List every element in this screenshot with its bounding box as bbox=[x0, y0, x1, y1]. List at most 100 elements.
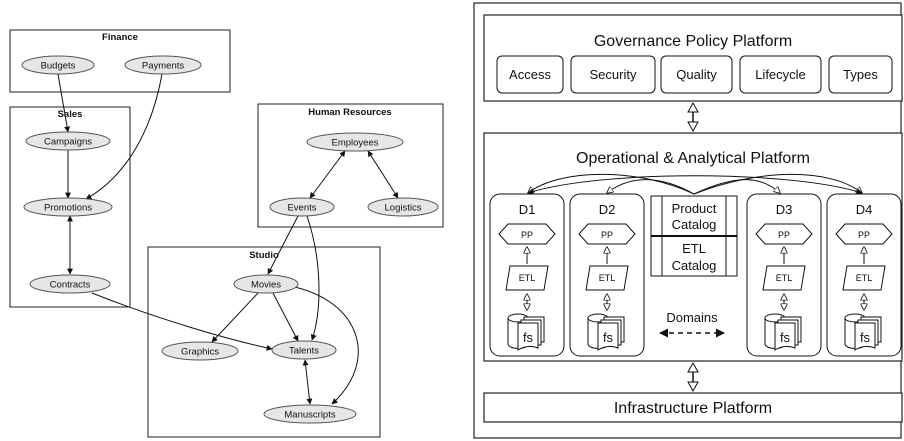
gov-ops-connector bbox=[687, 101, 699, 133]
left-diagram: Finance Sales Human Resources Studio Bud… bbox=[9, 29, 444, 438]
pp-shape bbox=[498, 223, 556, 245]
node-talents: Talents bbox=[271, 340, 337, 360]
finance-group bbox=[9, 29, 231, 93]
pp-label: PP bbox=[601, 230, 613, 240]
node-contracts-label: Contracts bbox=[50, 280, 91, 291]
etl-shape bbox=[762, 265, 806, 291]
fs-label: fs bbox=[523, 330, 534, 345]
finance-title: Finance bbox=[102, 32, 138, 43]
domain-name: D1 bbox=[519, 202, 536, 217]
pp-shape bbox=[755, 223, 813, 245]
governance-item-label: Security bbox=[590, 67, 637, 82]
node-movies-label: Movies bbox=[251, 280, 281, 291]
edge-events-movies bbox=[267, 215, 299, 275]
governance-item: Access bbox=[496, 55, 564, 94]
edge-movies-talents bbox=[272, 292, 299, 342]
governance-item: Types bbox=[828, 55, 893, 94]
node-promotions-label: Promotions bbox=[44, 203, 92, 214]
studio-title: Studio bbox=[249, 250, 279, 261]
node-contracts: Contracts bbox=[29, 274, 111, 294]
fs-document-icon bbox=[597, 322, 619, 351]
governance-item-label: Lifecycle bbox=[755, 67, 806, 82]
node-talents-label: Talents bbox=[289, 346, 319, 357]
etl-label: ETL bbox=[776, 273, 793, 283]
fs-label: fs bbox=[603, 330, 614, 345]
node-graphics-label: Graphics bbox=[181, 347, 219, 358]
governance-title: Governance Policy Platform bbox=[594, 33, 792, 50]
sales-title: Sales bbox=[58, 109, 83, 120]
fs-label: fs bbox=[780, 330, 791, 345]
node-campaigns: Campaigns bbox=[25, 131, 111, 151]
hr-title: Human Resources bbox=[308, 107, 391, 118]
fs-label: fs bbox=[860, 330, 871, 345]
domain-name: D2 bbox=[599, 202, 616, 217]
domain-name: D4 bbox=[856, 202, 873, 217]
edge-employees-events bbox=[309, 150, 346, 199]
etl-shape bbox=[505, 265, 549, 291]
edge-events-talents bbox=[306, 215, 320, 341]
node-logistics: Logistics bbox=[367, 197, 439, 217]
edge-employees-logistics bbox=[367, 150, 399, 199]
fs-document-icon bbox=[774, 322, 796, 351]
edge-talents-manuscripts bbox=[302, 359, 313, 405]
operational-title: Operational & Analytical Platform bbox=[576, 150, 810, 167]
etl-shape bbox=[842, 265, 886, 291]
node-graphics: Graphics bbox=[161, 341, 239, 361]
node-movies: Movies bbox=[233, 274, 299, 294]
edge-budgets-campaigns bbox=[57, 73, 71, 133]
etl-catalog-line2: Catalog bbox=[672, 258, 717, 273]
catalog-stack: Product Catalog ETL Catalog bbox=[650, 195, 738, 277]
domain-name: D3 bbox=[776, 202, 793, 217]
fs-document-icon bbox=[854, 322, 876, 351]
edge-payments-promotions bbox=[85, 73, 163, 200]
node-manuscripts: Manuscripts bbox=[263, 404, 357, 424]
etl-label: ETL bbox=[519, 273, 536, 283]
pp-label: PP bbox=[778, 230, 790, 240]
infrastructure-title: Infrastructure Platform bbox=[614, 400, 772, 417]
governance-item: Quality bbox=[660, 55, 733, 94]
node-payments-label: Payments bbox=[142, 61, 184, 72]
infrastructure-platform bbox=[483, 392, 903, 423]
pp-shape bbox=[578, 223, 636, 245]
node-events-label: Events bbox=[287, 203, 316, 214]
governance-item-label: Access bbox=[509, 67, 551, 82]
fs-document-icon bbox=[517, 322, 539, 351]
node-events: Events bbox=[269, 197, 335, 217]
node-campaigns-label: Campaigns bbox=[44, 137, 92, 148]
node-promotions: Promotions bbox=[23, 197, 113, 217]
node-budgets: Budgets bbox=[21, 55, 95, 75]
right-diagram: Governance Policy Platform Access Securit… bbox=[473, 2, 903, 439]
etl-label: ETL bbox=[856, 273, 873, 283]
governance-items: Access Security Quality Lifecycle Types bbox=[496, 55, 893, 94]
product-catalog-line1: Product bbox=[672, 201, 717, 216]
edge-contracts-talents bbox=[91, 292, 273, 351]
node-employees: Employees bbox=[306, 132, 404, 152]
hr-group bbox=[257, 103, 444, 228]
node-manuscripts-label: Manuscripts bbox=[284, 410, 335, 421]
etl-label: ETL bbox=[599, 273, 616, 283]
edge-movies-graphics bbox=[211, 292, 259, 343]
governance-item-label: Types bbox=[843, 67, 878, 82]
etl-catalog-line1: ETL bbox=[682, 241, 706, 256]
edge-movies-manuscripts bbox=[289, 285, 359, 405]
product-catalog-line2: Catalog bbox=[672, 217, 717, 232]
pp-label: PP bbox=[521, 230, 533, 240]
ops-infra-connector bbox=[687, 361, 699, 393]
sales-group bbox=[9, 106, 131, 308]
catalog-arcs bbox=[528, 173, 862, 195]
node-logistics-label: Logistics bbox=[385, 203, 422, 214]
governance-item: Security bbox=[570, 55, 656, 94]
domains-label: Domains bbox=[666, 310, 718, 325]
governance-item-label: Quality bbox=[676, 67, 717, 82]
node-payments: Payments bbox=[124, 55, 202, 75]
etl-shape bbox=[585, 265, 629, 291]
governance-item: Lifecycle bbox=[739, 55, 822, 94]
studio-group bbox=[147, 246, 381, 438]
node-budgets-label: Budgets bbox=[41, 61, 76, 72]
